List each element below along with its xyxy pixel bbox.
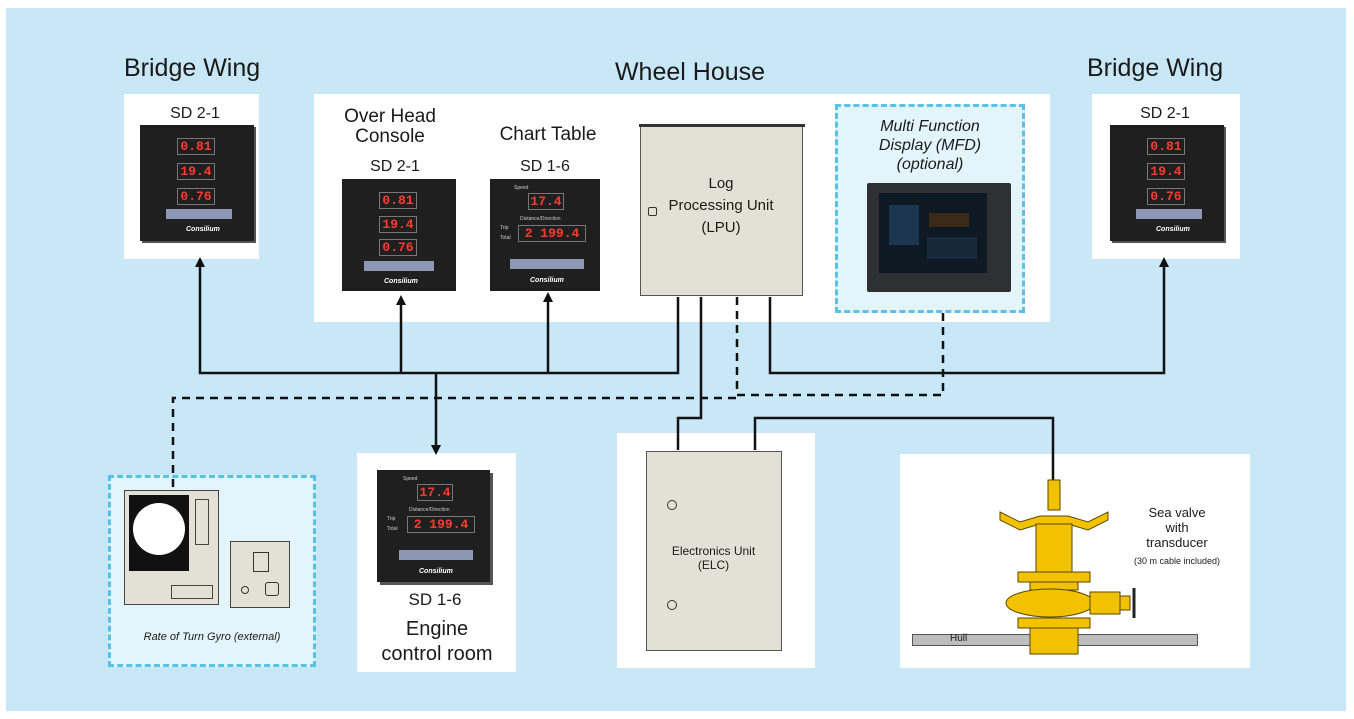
sd16-unit-chart: Speed 17.4 Distance/Direction Trip Total… — [490, 179, 600, 291]
sd21-right-buttons — [1136, 209, 1202, 219]
lpu-top-edge — [639, 124, 805, 127]
mfd-label-1: Multi Function — [880, 118, 980, 135]
label-engine-2: control room — [381, 643, 493, 665]
mfd-display — [867, 183, 1011, 292]
sd21-unit-overhead: 0.81 19.4 0.76 Consilium — [342, 179, 456, 291]
mfd-screen-block — [889, 205, 919, 245]
lpu-label-3: (LPU) — [701, 219, 741, 236]
sea-valve-cable-note: (30 m cable included) — [1133, 556, 1221, 566]
sd21-overhead-bottom-readout: 0.76 — [379, 239, 417, 256]
label-sd21-left: SD 2-1 — [170, 105, 220, 122]
dashed-lpu-mfd — [735, 297, 945, 397]
sea-valve-label-2: with — [1165, 520, 1189, 535]
heading-bridge-wing-right: Bridge Wing — [1087, 54, 1224, 82]
lpu-label-1: Log — [708, 175, 734, 192]
line-elc-to-transducer — [753, 416, 1055, 480]
sd21-right-top-readout: 0.81 — [1147, 138, 1185, 155]
mfd-label-3: (optional) — [896, 156, 964, 173]
sea-valve-label-1: Sea valve — [1148, 505, 1206, 520]
mfd-screen — [879, 193, 987, 273]
sd16-chart-buttons — [510, 259, 584, 269]
mfd-label-2: Display (MFD) — [878, 137, 982, 154]
sea-valve-label-3: transducer — [1146, 535, 1208, 550]
label-sd21-right: SD 2-1 — [1140, 105, 1190, 122]
gyro-dial-frame — [129, 495, 189, 571]
sd16-chart-trip: Trip — [500, 225, 509, 231]
gyro-switch-icon — [253, 552, 269, 572]
sd21-right-mid-readout: 19.4 — [1147, 163, 1185, 180]
line-lpu-to-elc — [676, 297, 703, 450]
sd16-engine-dist-label: Distance/Direction — [409, 507, 450, 513]
sd21-left-bottom-readout: 0.76 — [177, 188, 215, 205]
sd21-overhead-brand: Consilium — [384, 278, 418, 285]
label-sd16-chart: SD 1-6 — [520, 158, 570, 175]
gyro-unit — [124, 490, 219, 605]
lpu-label-2: Processing Unit — [668, 197, 774, 214]
sd16-chart-dist-label: Distance/Direction — [520, 216, 561, 222]
sd21-unit-right: 0.81 19.4 0.76 Consilium — [1110, 125, 1224, 241]
sd21-unit-left: 0.81 19.4 0.76 Consilium — [140, 125, 254, 241]
label-overhead-1: Over Head — [344, 106, 436, 127]
sd16-engine-speed-label: Speed — [403, 476, 418, 482]
sd21-left-top-readout: 0.81 — [177, 138, 215, 155]
label-overhead-2: Console — [355, 126, 425, 147]
heading-wheel-house: Wheel House — [614, 58, 766, 86]
sd21-left-mid-readout: 19.4 — [177, 163, 215, 180]
sd16-unit-engine: Speed 17.4 Distance/Direction Trip Total… — [377, 470, 490, 582]
sd21-overhead-buttons — [364, 261, 434, 271]
elc-label-1: Electronics Unit — [671, 544, 756, 558]
line-to-bridge-wing-left — [195, 257, 680, 375]
dashed-gyro — [171, 396, 738, 487]
sd16-chart-speed: 17.4 — [528, 193, 564, 210]
label-sd16-engine: SD 1-6 — [408, 590, 462, 609]
label-sd21-overhead: SD 2-1 — [370, 158, 420, 175]
gyro-label: Rate of Turn Gyro (external) — [143, 631, 281, 643]
gyro-dial-icon — [133, 503, 185, 555]
gyro-control-box — [230, 541, 290, 608]
sd16-engine-speed: 17.4 — [417, 484, 453, 501]
gyro-side-buttons — [195, 499, 209, 545]
sd16-chart-total: Total — [500, 235, 511, 241]
label-chart-table: Chart Table — [499, 124, 597, 145]
mfd-screen-block — [927, 237, 977, 259]
lpu-cabinet: Log Processing Unit (LPU) — [639, 124, 805, 296]
sd21-right-bottom-readout: 0.76 — [1147, 188, 1185, 205]
sd21-right-brand: Consilium — [1156, 226, 1190, 233]
sd21-overhead-top-readout: 0.81 — [379, 192, 417, 209]
elc-cabinet: Electronics Unit (ELC) — [646, 451, 782, 651]
sd16-engine-trip: Trip — [387, 516, 396, 522]
sd21-left-buttons — [166, 209, 232, 219]
sd16-engine-distance: 2 199.4 — [407, 516, 475, 533]
sd16-engine-brand: Consilium — [419, 568, 453, 575]
elc-label-2: (ELC) — [697, 558, 730, 572]
sd21-left-brand: Consilium — [186, 226, 220, 233]
elc-lock-top-icon — [667, 500, 677, 510]
sd16-engine-total: Total — [387, 526, 398, 532]
sd16-chart-distance: 2 199.4 — [518, 225, 586, 242]
sd21-overhead-mid-readout: 19.4 — [379, 216, 417, 233]
gyro-bottom-buttons — [171, 585, 213, 599]
label-engine-1: Engine — [405, 618, 469, 640]
gyro-knob-icon — [241, 586, 249, 594]
elc-lock-bottom-icon — [667, 600, 677, 610]
hull-label: Hull — [950, 633, 968, 644]
sd16-chart-speed-label: Speed — [514, 185, 529, 191]
lpu-lock-icon — [648, 207, 657, 216]
sd16-engine-buttons — [399, 550, 473, 560]
mfd-screen-block — [929, 213, 969, 227]
gyro-socket-icon — [265, 582, 279, 596]
line-lpu-to-bridge-wing-right — [768, 257, 1169, 375]
sd16-chart-brand: Consilium — [530, 277, 564, 284]
heading-bridge-wing-left: Bridge Wing — [124, 54, 261, 82]
